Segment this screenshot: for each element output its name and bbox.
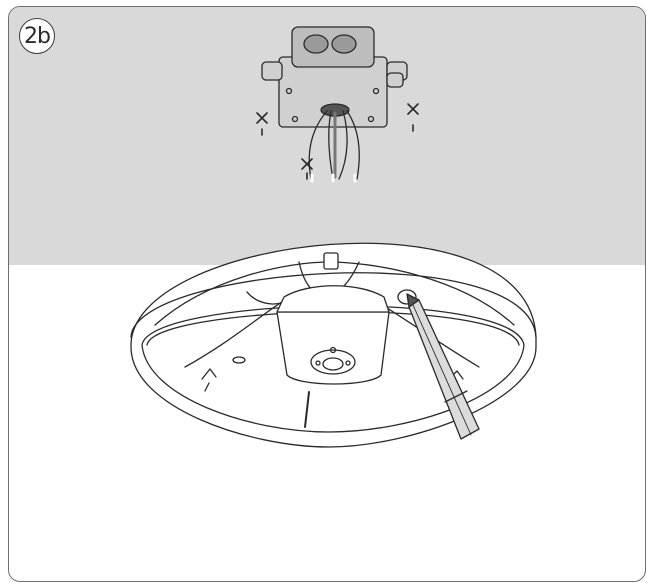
wires xyxy=(308,110,360,183)
diagram-frame: 2b xyxy=(8,6,646,582)
step-badge: 2b xyxy=(19,18,55,54)
screw-marks xyxy=(256,103,419,180)
pencil-icon xyxy=(406,293,480,440)
lamp-shade-icon xyxy=(130,242,537,448)
installation-illustration xyxy=(130,26,537,448)
junction-box-icon xyxy=(261,26,408,128)
